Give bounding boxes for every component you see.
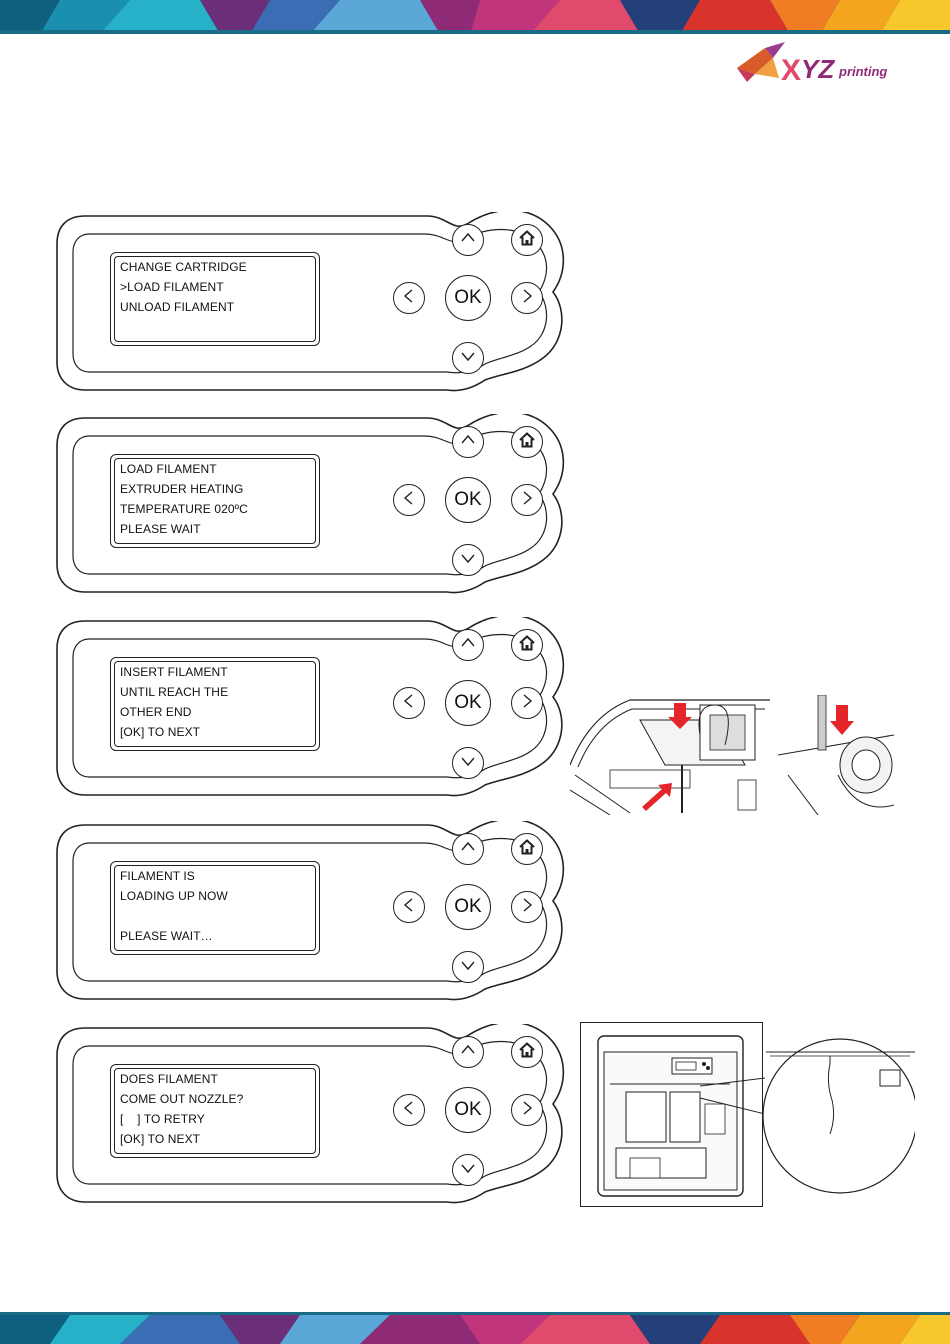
- right-button[interactable]: [511, 891, 543, 923]
- lcd-line: [120, 317, 319, 337]
- chevron-left-icon: [400, 896, 418, 919]
- down-button[interactable]: [452, 951, 484, 983]
- up-button[interactable]: [452, 426, 484, 458]
- lcd-line: OTHER END: [120, 702, 319, 722]
- ok-button[interactable]: OK: [445, 1087, 491, 1133]
- lcd-line: EXTRUDER HEATING: [120, 479, 319, 499]
- right-button[interactable]: [511, 484, 543, 516]
- chevron-right-icon: [518, 896, 536, 919]
- lcd-line: [OK] TO NEXT: [120, 1129, 319, 1149]
- lcd-line: [OK] TO NEXT: [120, 722, 319, 742]
- chevron-right-icon: [518, 287, 536, 310]
- chevron-down-icon: [459, 549, 477, 572]
- lcd-line: [120, 906, 319, 926]
- home-button[interactable]: [511, 224, 543, 256]
- up-button[interactable]: [452, 1036, 484, 1068]
- chevron-left-icon: [400, 287, 418, 310]
- home-icon: [518, 838, 536, 861]
- xyzprinting-logo: X YZ printing: [735, 38, 897, 90]
- up-button[interactable]: [452, 224, 484, 256]
- right-button[interactable]: [511, 282, 543, 314]
- right-button[interactable]: [511, 687, 543, 719]
- chevron-down-icon: [459, 1159, 477, 1182]
- bottom-color-band: [0, 1312, 950, 1344]
- logo-letters-yz: YZ: [801, 54, 835, 84]
- home-icon: [518, 634, 536, 657]
- home-icon: [518, 431, 536, 454]
- chevron-up-icon: [459, 838, 477, 861]
- chevron-down-icon: [459, 752, 477, 775]
- logo-letter-x: X: [781, 54, 801, 87]
- home-button[interactable]: [511, 1036, 543, 1068]
- down-button[interactable]: [452, 544, 484, 576]
- ok-button[interactable]: OK: [445, 477, 491, 523]
- printer-nozzle-check-illustration: [580, 1022, 915, 1208]
- home-icon: [518, 229, 536, 252]
- lcd-line: >LOAD FILAMENT: [120, 277, 319, 297]
- left-button[interactable]: [393, 484, 425, 516]
- chevron-up-icon: [459, 431, 477, 454]
- lcd-line: LOADING UP NOW: [120, 886, 319, 906]
- logo-word-printing: printing: [838, 64, 887, 79]
- left-button[interactable]: [393, 1094, 425, 1126]
- chevron-up-icon: [459, 634, 477, 657]
- home-button[interactable]: [511, 629, 543, 661]
- chevron-right-icon: [518, 489, 536, 512]
- left-button[interactable]: [393, 687, 425, 719]
- home-button[interactable]: [511, 833, 543, 865]
- right-button[interactable]: [511, 1094, 543, 1126]
- down-button[interactable]: [452, 1154, 484, 1186]
- chevron-right-icon: [518, 692, 536, 715]
- ok-button[interactable]: OK: [445, 884, 491, 930]
- home-icon: [518, 1041, 536, 1064]
- filament-insert-illustration: [570, 695, 770, 815]
- lcd-line: PLEASE WAIT…: [120, 926, 319, 946]
- down-button[interactable]: [452, 747, 484, 779]
- chevron-left-icon: [400, 692, 418, 715]
- lcd-line: CHANGE CARTRIDGE: [120, 257, 319, 277]
- up-button[interactable]: [452, 629, 484, 661]
- down-button[interactable]: [452, 342, 484, 374]
- lcd-line: INSERT FILAMENT: [120, 662, 319, 682]
- lcd-line: [ ] TO RETRY: [120, 1109, 319, 1129]
- lcd-line: UNLOAD FILAMENT: [120, 297, 319, 317]
- lcd-line: UNTIL REACH THE: [120, 682, 319, 702]
- up-button[interactable]: [452, 833, 484, 865]
- ok-button[interactable]: OK: [445, 680, 491, 726]
- lcd-line: TEMPERATURE 020ºC: [120, 499, 319, 519]
- chevron-down-icon: [459, 956, 477, 979]
- chevron-up-icon: [459, 229, 477, 252]
- lcd-line: DOES FILAMENT: [120, 1069, 319, 1089]
- left-button[interactable]: [393, 891, 425, 923]
- lcd-line: LOAD FILAMENT: [120, 459, 319, 479]
- left-button[interactable]: [393, 282, 425, 314]
- chevron-right-icon: [518, 1099, 536, 1122]
- chevron-left-icon: [400, 1099, 418, 1122]
- filament-feed-detail-illustration: [778, 695, 894, 815]
- chevron-up-icon: [459, 1041, 477, 1064]
- lcd-line: FILAMENT IS: [120, 866, 319, 886]
- top-color-band: [0, 0, 950, 34]
- home-button[interactable]: [511, 426, 543, 458]
- ok-button[interactable]: OK: [445, 275, 491, 321]
- lcd-line: PLEASE WAIT: [120, 519, 319, 539]
- chevron-down-icon: [459, 347, 477, 370]
- chevron-left-icon: [400, 489, 418, 512]
- lcd-line: COME OUT NOZZLE?: [120, 1089, 319, 1109]
